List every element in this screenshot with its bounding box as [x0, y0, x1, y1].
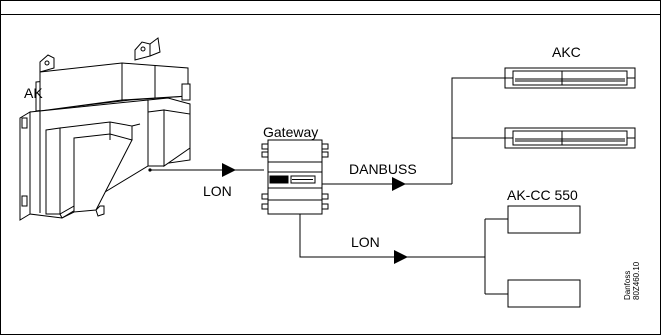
label-akcc: AK-CC 550 — [507, 187, 578, 203]
label-akc: AKC — [552, 44, 581, 60]
label-lon-bottom: LON — [351, 234, 380, 250]
arrow-icon — [222, 163, 236, 177]
credit-line1: Danfoss — [623, 271, 632, 300]
akc-unit-bottom — [504, 127, 636, 149]
gateway-device — [261, 139, 329, 215]
label-danbuss: DANBUSS — [349, 161, 417, 177]
label-gateway: Gateway — [263, 124, 318, 140]
lon-link-gateway-akcc — [299, 214, 485, 258]
akcc-unit-bottom — [507, 279, 581, 308]
akcc-unit-top — [507, 205, 581, 234]
akc-unit-top — [504, 67, 636, 89]
label-ak: AK — [24, 85, 43, 101]
credit-text: Danfoss 80Z460.10 — [623, 261, 641, 300]
junction-dot — [148, 168, 152, 172]
label-lon-left: LON — [203, 183, 232, 199]
ak-controller — [19, 37, 191, 221]
arrow-icon — [392, 177, 406, 191]
credit-line2: 80Z460.10 — [632, 261, 641, 300]
danbuss-bus-top — [451, 77, 505, 184]
arrow-icon — [394, 250, 408, 264]
